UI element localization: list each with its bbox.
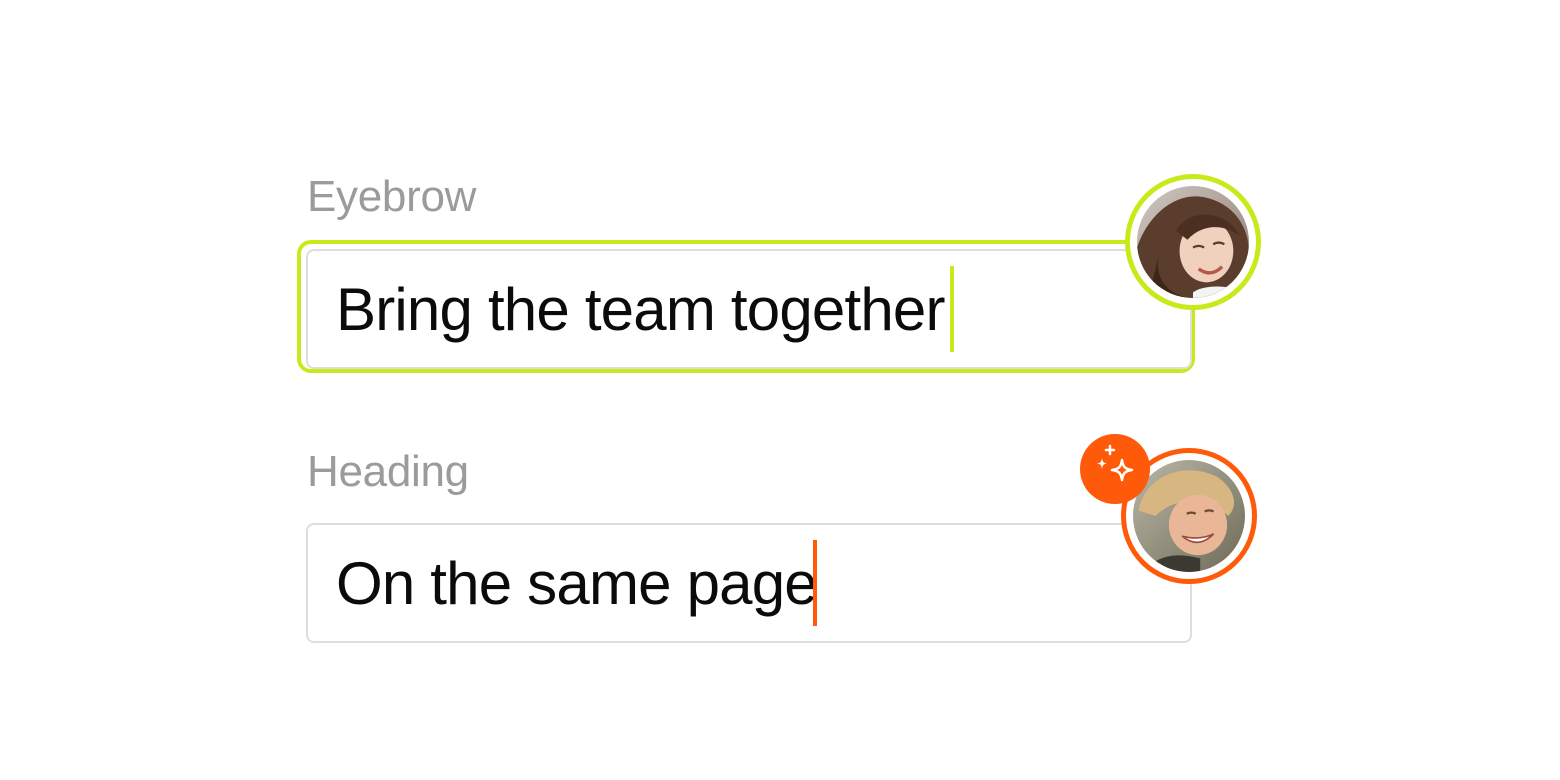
heading-input-value: On the same page	[336, 550, 818, 617]
ai-sparkles-badge[interactable]	[1080, 434, 1150, 504]
eyebrow-label: Eyebrow	[307, 172, 477, 221]
eyebrow-input[interactable]: Bring the team together	[306, 249, 1192, 369]
heading-label: Heading	[307, 447, 469, 496]
text-caret	[813, 540, 817, 626]
text-caret	[950, 266, 954, 352]
collaborator-avatar[interactable]	[1125, 174, 1261, 310]
eyebrow-input-value: Bring the team together	[336, 276, 945, 343]
avatar-woman-photo	[1137, 186, 1249, 298]
avatar-man-photo	[1133, 460, 1245, 572]
sparkles-icon	[1097, 444, 1134, 482]
heading-input[interactable]: On the same page	[306, 523, 1192, 643]
